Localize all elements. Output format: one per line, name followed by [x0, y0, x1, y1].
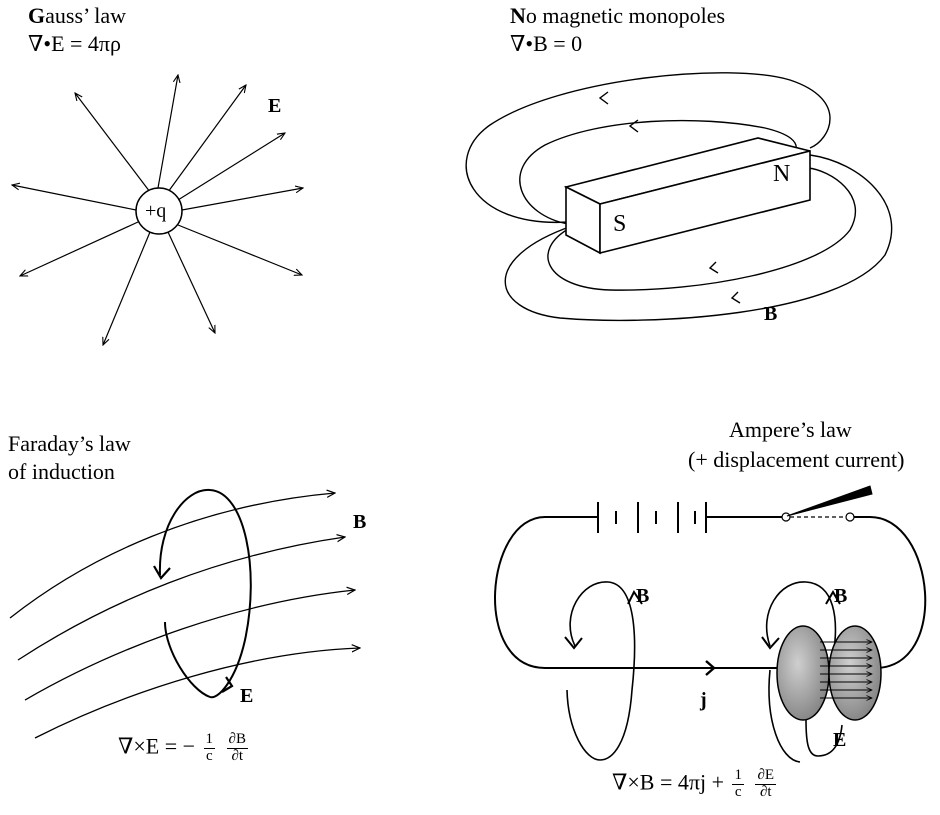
loop-arrow: [153, 565, 171, 580]
field-line: [157, 75, 178, 189]
b-arrow: [708, 261, 719, 274]
faraday-title-line1: Faraday’s law: [8, 431, 131, 456]
frac-denominator: ∂t: [231, 747, 244, 764]
faraday-eq-lhs: ∇×E = −: [118, 733, 196, 759]
b-loop-arrow: [761, 636, 780, 650]
induction-loop: [158, 488, 252, 699]
gauss-field-label: E: [268, 95, 282, 117]
faraday-b-label: B: [353, 511, 367, 533]
ampere-eq-lhs: ∇×B = 4πj +: [612, 769, 724, 795]
b-loop-arrow: [825, 590, 841, 605]
magnet-north-label: N: [773, 161, 791, 187]
frac-denominator: c: [734, 783, 742, 800]
bar-magnet: [563, 137, 811, 255]
b-loop-arrow: [627, 590, 643, 605]
faraday-eq-derivative: ∂B∂t: [226, 731, 248, 765]
b-loop-wire: [566, 581, 636, 761]
ampere-b-label-capacitor: B: [834, 585, 848, 607]
frac-numerator: ∂E: [755, 767, 777, 785]
field-line: [177, 224, 302, 275]
b-loop-capacitor: [805, 719, 843, 757]
current-label: j: [700, 689, 707, 711]
monopoles-panel: [465, 72, 893, 322]
faraday-e-label: E: [240, 685, 254, 707]
faraday-panel: [9, 488, 360, 739]
ampere-title-line1: Ampere’s law: [729, 417, 852, 442]
capacitor-plate-left: [776, 625, 830, 721]
magnet-south-label: S: [613, 211, 627, 237]
b-field-loop-inner-top: [519, 119, 797, 225]
gauss-title: Gauss’ law: [28, 5, 126, 27]
displacement-field-lines: [820, 642, 872, 698]
circuit-wire: [494, 516, 780, 669]
monopoles-title: No magnetic monopoles: [510, 5, 725, 27]
field-line: [103, 231, 151, 345]
field-line: [20, 221, 139, 276]
b-field-line: [17, 537, 345, 661]
frac-numerator: ∂B: [226, 731, 248, 749]
monopoles-field-label: B: [764, 303, 778, 325]
ampere-e-label: E: [833, 729, 847, 751]
field-line: [177, 133, 285, 201]
battery: [597, 502, 707, 533]
gauss-equation: ∇•E = 4πρ: [28, 31, 121, 56]
faraday-title-line2: of induction: [8, 459, 115, 484]
b-arrow: [628, 119, 639, 133]
loop-arrow: [221, 676, 234, 693]
b-field-line: [9, 493, 335, 619]
gauss-title-rest: auss’ law: [45, 3, 126, 28]
circuit-wire: [850, 516, 927, 669]
field-line: [167, 231, 215, 333]
b-field-loop-outer-bottom: [504, 154, 893, 322]
monopoles-equation: ∇•B = 0: [510, 31, 583, 56]
magnet-front-face: [599, 149, 811, 255]
field-line: [12, 185, 137, 211]
b-field-line: [34, 648, 360, 739]
ampere-title-line2: (+ displacement current): [688, 447, 905, 472]
current-arrow: [705, 660, 716, 676]
gauss-title-initial: G: [28, 3, 46, 28]
capacitor: [776, 625, 882, 721]
frac-denominator: c: [205, 747, 213, 764]
monopoles-title-rest: o magnetic monopoles: [525, 3, 726, 28]
frac-denominator: ∂t: [759, 783, 772, 800]
b-loop-capacitor: [768, 669, 801, 763]
b-field-loop-inner-bottom: [547, 167, 857, 291]
b-arrow: [598, 91, 609, 105]
ampere-panel: [494, 485, 927, 763]
field-line: [75, 93, 151, 193]
switch: [781, 485, 873, 522]
gauss-field-lines: [12, 75, 303, 345]
b-arrow: [730, 291, 741, 304]
field-line: [181, 188, 303, 211]
ampere-eq-derivative: ∂E∂t: [755, 767, 777, 801]
ampere-b-label-wire: B: [636, 585, 650, 607]
field-line: [167, 85, 246, 193]
b-field-loop-outer-top: [465, 72, 831, 223]
frac-numerator: 1: [203, 731, 216, 749]
charge-circle: [135, 187, 183, 235]
capacitor-plate-right: [828, 625, 882, 721]
frac-numerator: 1: [732, 767, 744, 785]
b-loop-arrow: [564, 636, 583, 650]
charge-label: +q: [145, 200, 167, 222]
b-loop-capacitor: [765, 581, 837, 651]
monopoles-title-initial: N: [510, 3, 526, 28]
gauss-panel: [12, 75, 303, 345]
b-field-line: [24, 590, 355, 701]
